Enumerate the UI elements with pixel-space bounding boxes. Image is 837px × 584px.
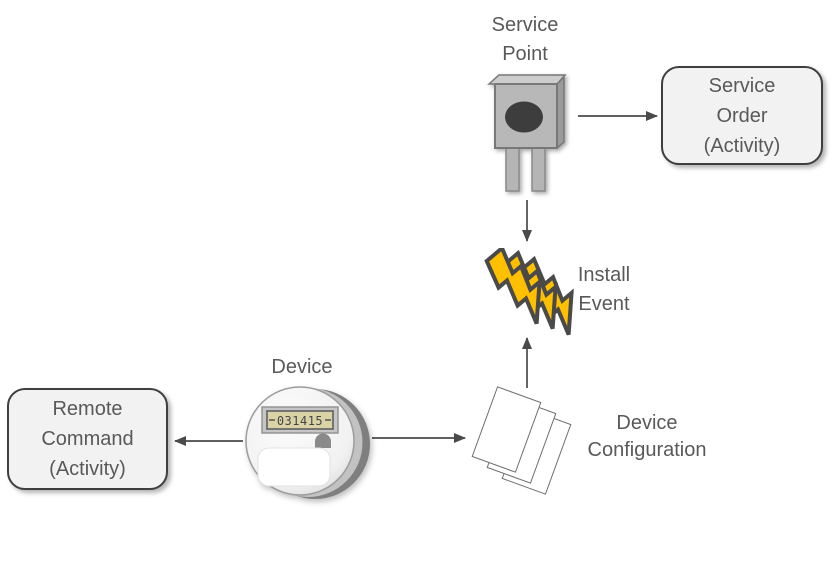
remote-command-line3: (Activity) xyxy=(49,458,126,480)
meter-box-window xyxy=(505,101,543,133)
install-event-label: Install Event xyxy=(558,261,650,319)
install-event-label-line2: Event xyxy=(578,293,630,315)
meter-seal-tab xyxy=(315,433,331,448)
service-order-line3: (Activity) xyxy=(703,134,781,157)
meter-display-value: 031415 xyxy=(277,414,323,428)
service-order-line1: Service xyxy=(708,74,776,97)
device-configuration-label-line1: Device xyxy=(616,412,678,434)
service-point-label-line1: Service xyxy=(491,14,559,36)
meter-box-icon xyxy=(487,74,567,192)
device-configuration-label-line2: Configuration xyxy=(587,439,707,461)
remote-command-box: Remote Command (Activity) xyxy=(7,388,168,490)
install-event-label-line1: Install xyxy=(577,264,631,286)
device-label: Device xyxy=(271,356,333,378)
service-order-box: Service Order (Activity) xyxy=(661,66,823,165)
remote-command-line1: Remote xyxy=(52,398,123,420)
meter-nameplate xyxy=(257,447,331,487)
service-order-line2: Order xyxy=(716,104,768,127)
service-point-label: Service Point xyxy=(455,11,595,69)
remote-command-line2: Command xyxy=(41,428,134,450)
service-point-label-line2: Point xyxy=(502,43,548,65)
device-configuration-label: Device Configuration xyxy=(577,410,717,464)
documents-stack-icon xyxy=(471,386,573,496)
smart-meter-icon: 031415 xyxy=(245,386,370,499)
